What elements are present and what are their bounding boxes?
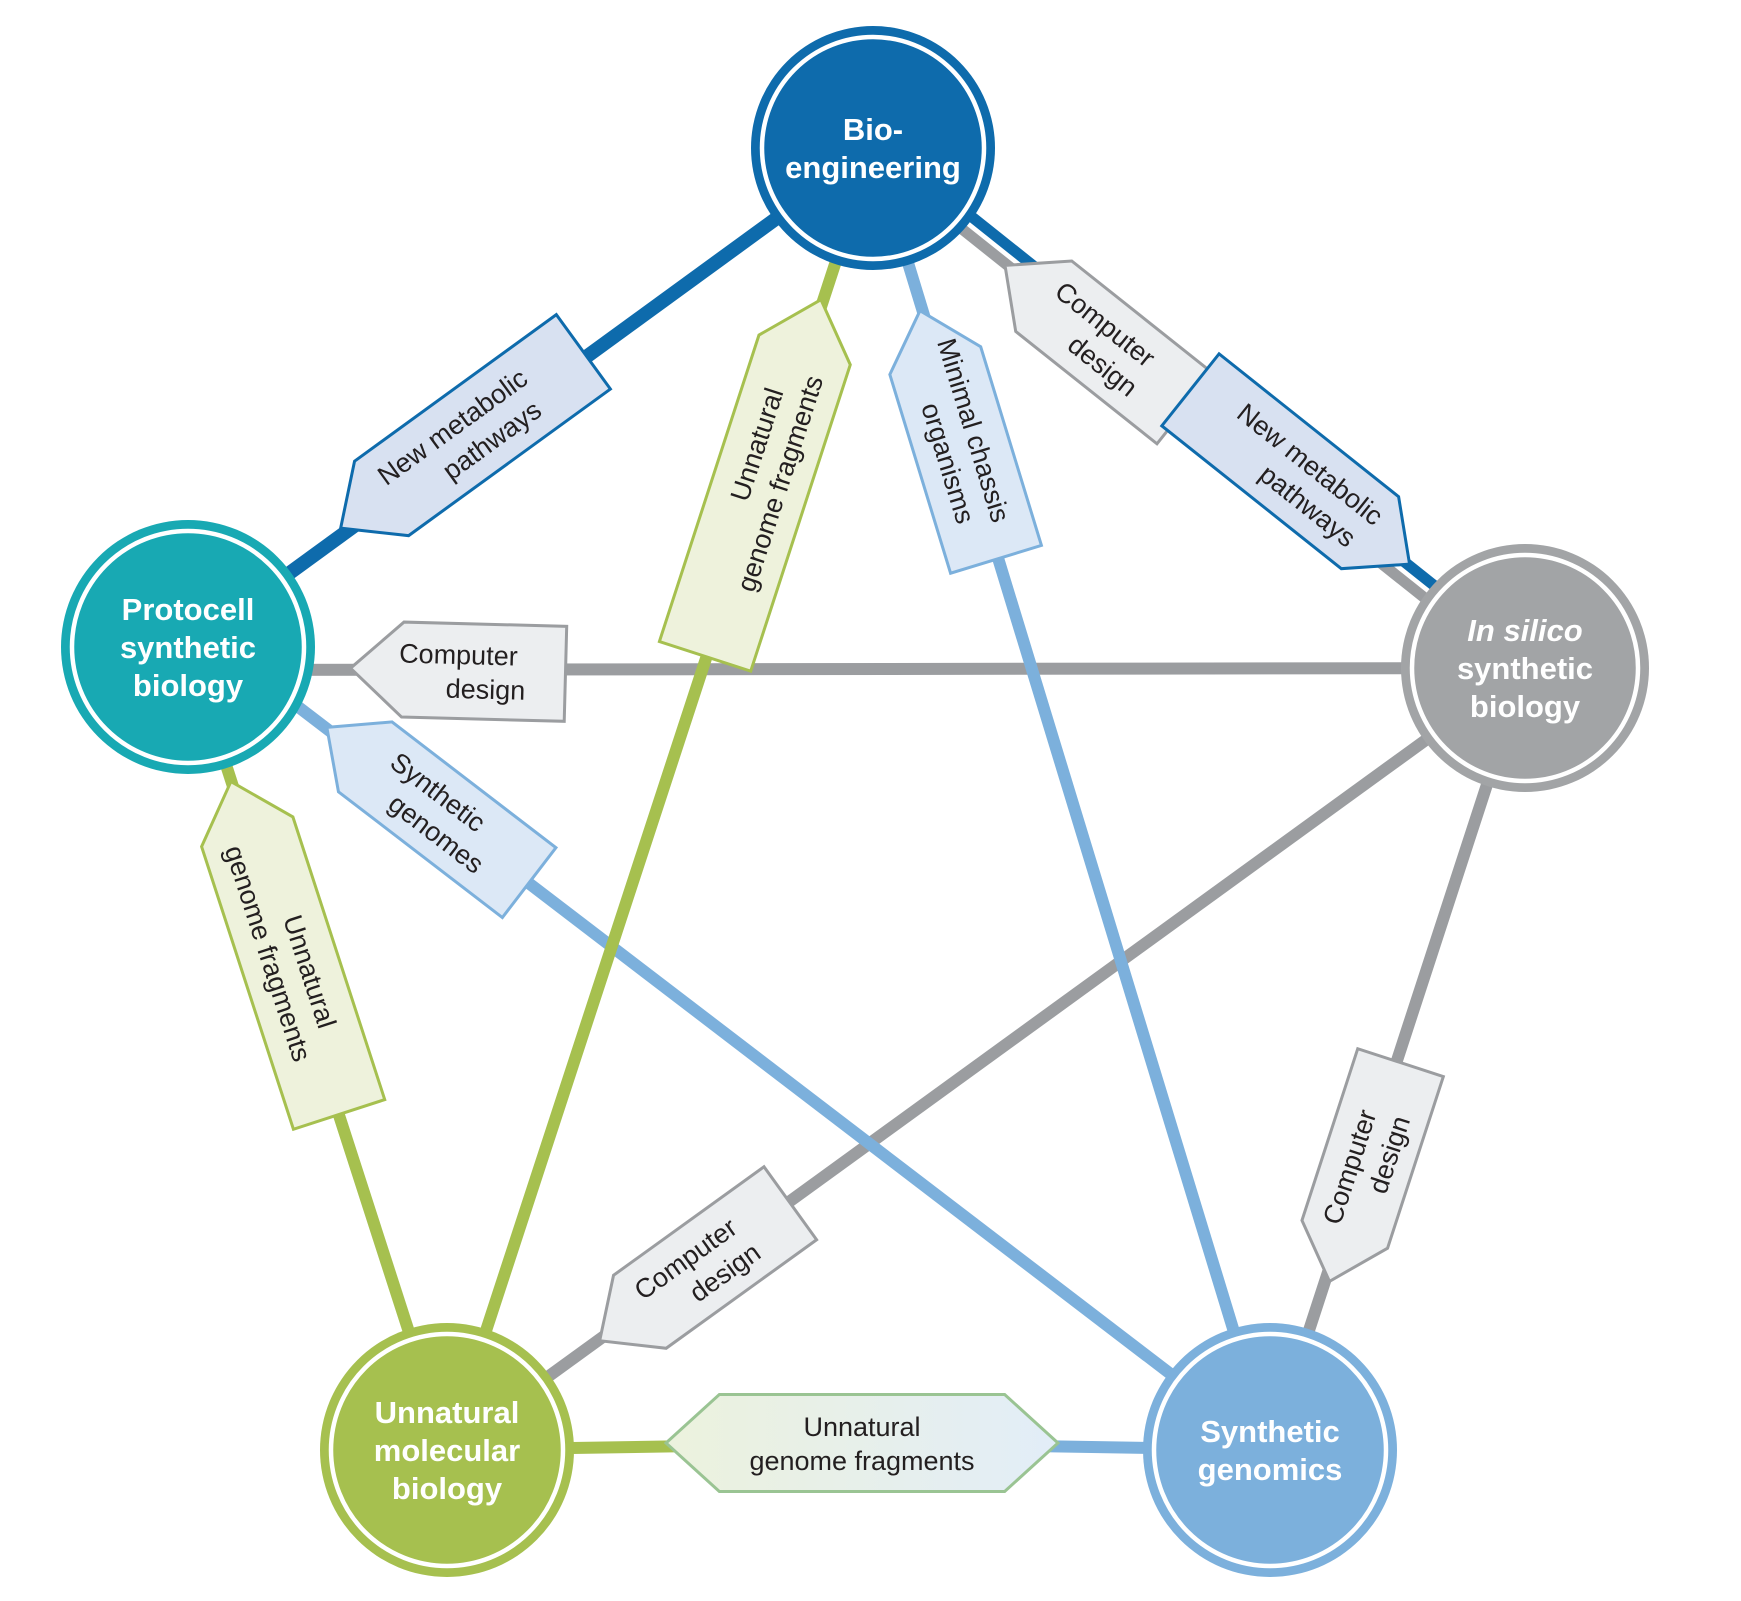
node-ring-synthetic-genomics <box>1151 1331 1389 1569</box>
edge-label-unnatural-genome-fragments-protocell: Unnaturalgenome fragments <box>199 779 387 1132</box>
node-label-bioengineering: Bio-engineering <box>785 112 961 185</box>
edge-label-shape-new-metabolic-pathways-left <box>338 312 613 538</box>
edge-label-shape-synthetic-genomes <box>325 720 559 920</box>
node-circle-unnatural-molecular-biology <box>320 1323 574 1577</box>
edge-label-new-metabolic-pathways-right: New metabolicpathways <box>1159 351 1412 571</box>
node-circle-synthetic-genomics <box>1143 1323 1397 1577</box>
node-ring-bioengineering <box>759 34 987 262</box>
edge-label-shape-unnatural-genome-fragments-bio <box>657 297 852 674</box>
node-circle-in-silico-synthetic-biology <box>1401 544 1649 792</box>
edge-label-text-computer-design-middle: Computerdesign <box>398 638 527 705</box>
edge-label-shape-minimal-chassis-organisms <box>888 308 1044 576</box>
edge-label-computer-design-lower-left: Computerdesign <box>597 1164 819 1350</box>
edge-label-shape-unnatural-genome-fragments-protocell <box>199 779 387 1132</box>
edge-label-minimal-chassis-organisms: Minimal chassisorganisms <box>888 308 1044 576</box>
node-ring-in-silico-synthetic-biology <box>1409 552 1641 784</box>
edge-label-computer-design-right: Computerdesign <box>1300 1046 1446 1284</box>
edge-label-shape-new-metabolic-pathways-right <box>1159 351 1412 571</box>
node-circle-bioengineering <box>751 26 995 270</box>
edge-label-shape-computer-design-lower-left <box>597 1164 819 1350</box>
edge-label-synthetic-genomes: Syntheticgenomes <box>325 720 559 920</box>
edge-insilico-syngenomics <box>1264 666 1531 1452</box>
node-circle-protocell-synthetic-biology <box>61 520 315 774</box>
node-bioengineering: Bio-engineering <box>751 26 995 270</box>
edge-label-unnatural-genome-fragments-bio: Unnaturalgenome fragments <box>657 297 852 674</box>
edge-label-shape-computer-design-middle <box>348 620 569 723</box>
edge-label-shape-unnatural-genome-fragments-bottom <box>663 1393 1061 1493</box>
edge-label-shape-computer-design-right <box>1300 1046 1446 1284</box>
edge-label-computer-design-middle: Computerdesign <box>348 620 569 723</box>
edge-label-new-metabolic-pathways-left: New metabolicpathways <box>338 312 613 538</box>
node-ring-protocell-synthetic-biology <box>69 528 307 766</box>
node-ring-unnatural-molecular-biology <box>328 1331 566 1569</box>
